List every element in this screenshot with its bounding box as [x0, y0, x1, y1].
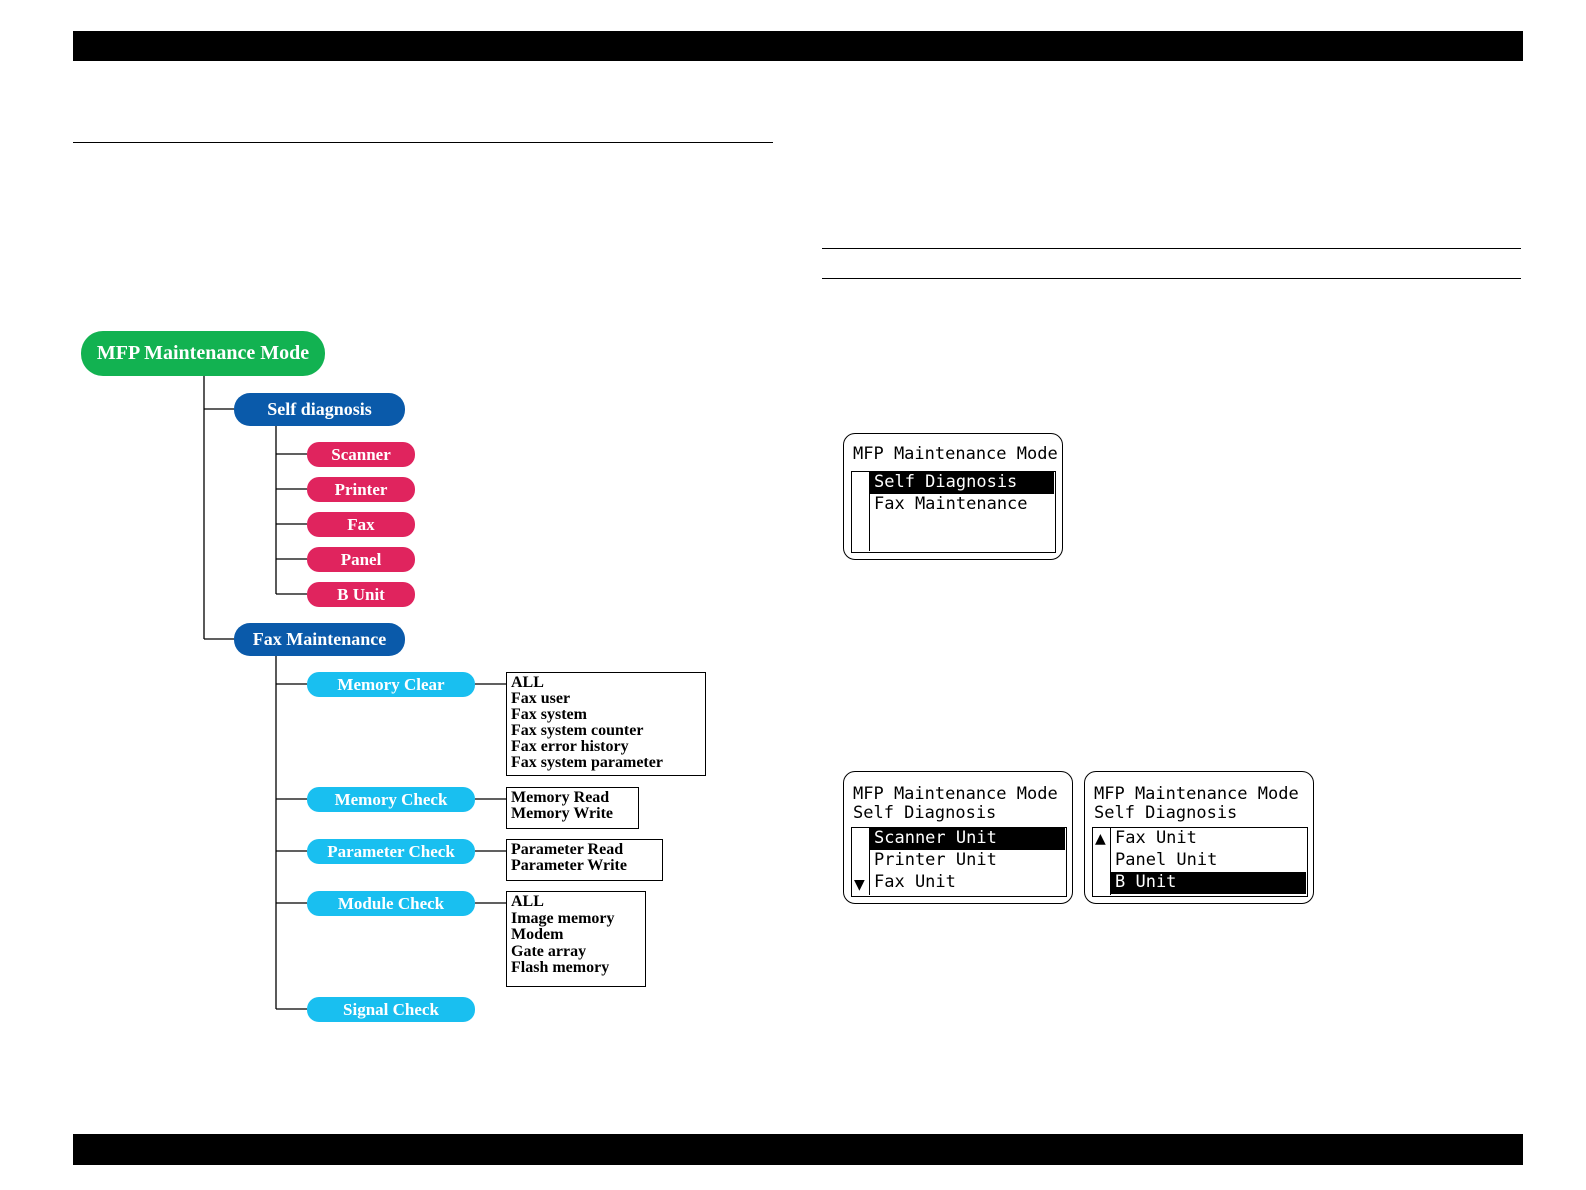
node-scanner: Scanner [307, 442, 415, 467]
lcd-menu-area: Self Diagnosis Fax Maintenance [851, 471, 1056, 553]
scroll-up-arrow-icon[interactable]: ▲ [1095, 831, 1106, 847]
option-item: Fax user [511, 690, 571, 707]
right-section-rule-top [822, 248, 1521, 249]
option-item: Modem [511, 926, 564, 943]
node-signal-check: Signal Check [307, 997, 475, 1022]
lcd-subtitle: Self Diagnosis [853, 803, 997, 823]
lcd-gutter [852, 472, 870, 551]
options-memory-check: Memory Read Memory Write [506, 787, 639, 829]
option-item: Parameter Read [511, 841, 624, 858]
lcd-menu-item-scanner-unit[interactable]: Scanner Unit [870, 828, 1065, 850]
option-item: ALL [511, 674, 544, 691]
lcd-menu-item-printer-unit[interactable]: Printer Unit [874, 850, 997, 870]
option-item: Flash memory [511, 959, 610, 976]
node-fax: Fax [307, 512, 415, 537]
lcd-subtitle: Self Diagnosis [1094, 803, 1238, 823]
lcd-menu-item-panel-unit[interactable]: Panel Unit [1115, 850, 1218, 870]
lcd-menu-item-b-unit[interactable]: B Unit [1111, 872, 1306, 894]
option-item: ALL [511, 893, 544, 910]
lcd-menu-item-fax-unit[interactable]: Fax Unit [874, 872, 956, 892]
header-bar [73, 31, 1523, 61]
options-module-check: ALL Image memory Modem Gate array Flash … [506, 891, 646, 987]
node-self-diagnosis: Self diagnosis [234, 393, 405, 426]
node-memory-clear: Memory Clear [307, 672, 475, 697]
lcd-title: MFP Maintenance Mode [853, 444, 1058, 464]
option-item: Parameter Write [511, 857, 627, 874]
option-item: Fax system [511, 706, 587, 723]
lcd-menu-item-fax-maintenance[interactable]: Fax Maintenance [874, 494, 1028, 514]
node-printer: Printer [307, 477, 415, 502]
node-module-check: Module Check [307, 891, 475, 916]
lcd-gutter [1093, 828, 1111, 895]
right-section-rule-bottom [822, 278, 1521, 279]
lcd-screen-main-menu: MFP Maintenance Mode Self Diagnosis Fax … [843, 433, 1063, 560]
options-parameter-check: Parameter Read Parameter Write [506, 839, 663, 881]
option-item: Fax system parameter [511, 754, 663, 771]
option-item: Fax system counter [511, 722, 644, 739]
lcd-screen-self-diagnosis-page1: MFP Maintenance Mode Self Diagnosis ▼ Sc… [843, 771, 1073, 904]
node-parameter-check: Parameter Check [307, 839, 475, 864]
lcd-screen-self-diagnosis-page2: MFP Maintenance Mode Self Diagnosis ▲ Fa… [1084, 771, 1314, 904]
option-item: Fax error history [511, 738, 629, 755]
lcd-menu-item-self-diagnosis[interactable]: Self Diagnosis [870, 472, 1054, 494]
left-section-rule [73, 142, 773, 143]
lcd-gutter [852, 828, 870, 895]
lcd-menu-area: ▲ Fax Unit Panel Unit B Unit [1092, 827, 1308, 897]
lcd-title: MFP Maintenance Mode [853, 784, 1058, 804]
lcd-menu-area: ▼ Scanner Unit Printer Unit Fax Unit [851, 827, 1067, 897]
node-fax-maintenance: Fax Maintenance [234, 623, 405, 656]
node-panel: Panel [307, 547, 415, 572]
option-item: Memory Read [511, 789, 610, 806]
node-mfp-maintenance-mode: MFP Maintenance Mode [81, 331, 325, 376]
node-memory-check: Memory Check [307, 787, 475, 812]
option-item: Gate array [511, 942, 587, 960]
options-memory-clear: ALL Fax user Fax system Fax system count… [506, 672, 706, 776]
scroll-down-arrow-icon[interactable]: ▼ [854, 877, 865, 893]
node-b-unit: B Unit [307, 582, 415, 607]
option-item: Memory Write [511, 805, 614, 822]
lcd-menu-item-fax-unit[interactable]: Fax Unit [1115, 828, 1197, 848]
option-item: Image memory [511, 909, 615, 927]
lcd-title: MFP Maintenance Mode [1094, 784, 1299, 804]
footer-bar [73, 1134, 1523, 1165]
